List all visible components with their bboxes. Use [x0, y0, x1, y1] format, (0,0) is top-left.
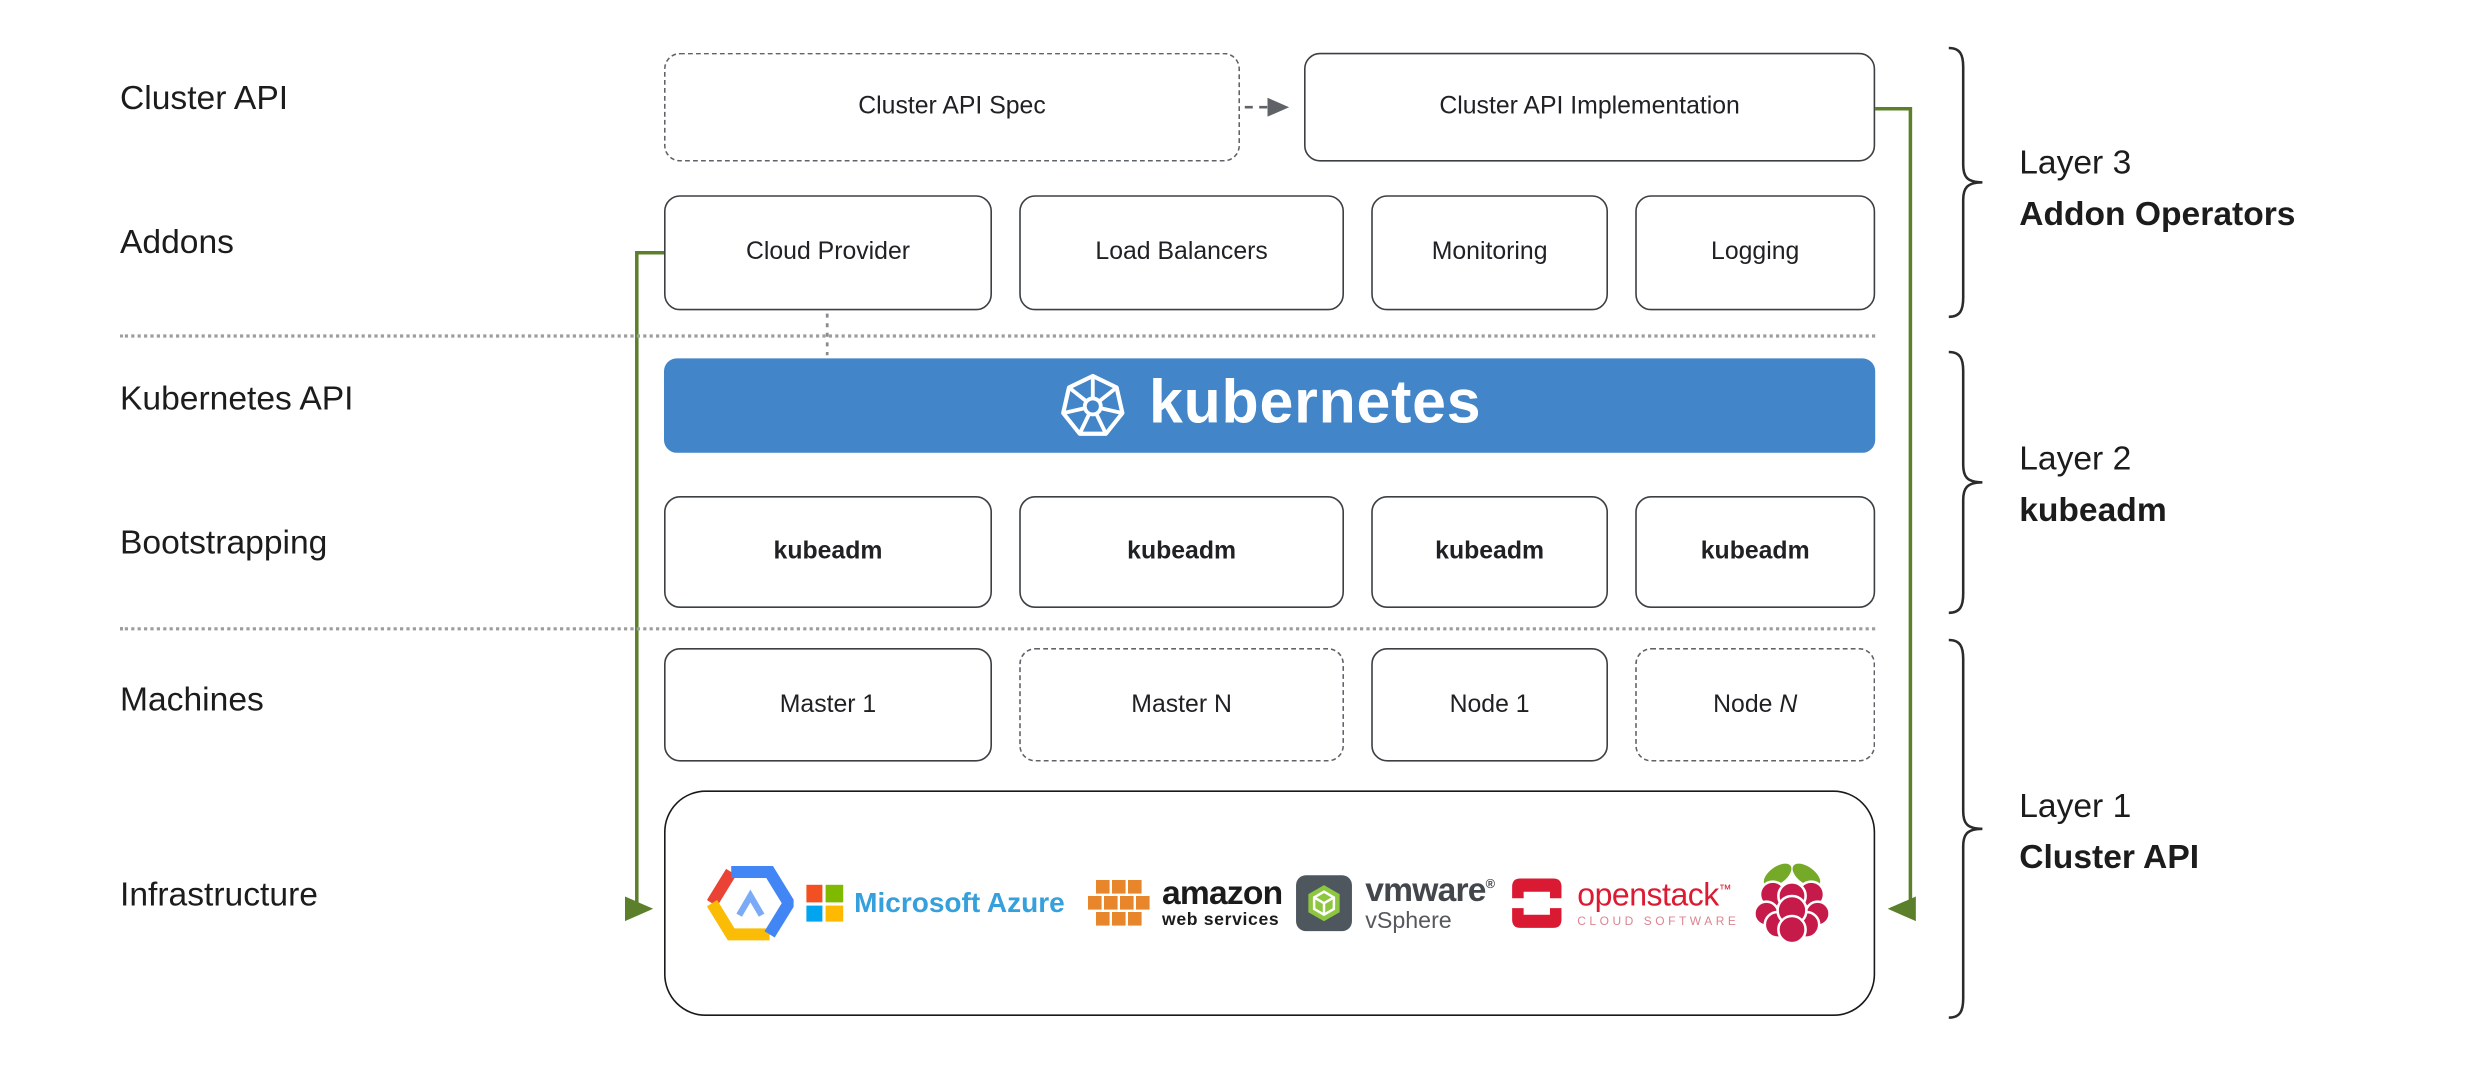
- addon-label: Cloud Provider: [745, 238, 911, 266]
- addon-label: Load Balancers: [1095, 238, 1268, 266]
- amazon-wordmark: amazon: [1162, 875, 1283, 912]
- gcp-logo: [707, 866, 794, 941]
- vsphere-icon: [1296, 875, 1353, 932]
- layer-1-subtitle: Cluster API: [2019, 838, 2200, 876]
- addon-cloud-provider-box: Cloud Provider: [664, 195, 992, 311]
- machine-node-1-box: Node 1: [1371, 648, 1608, 762]
- kubeadm-label: kubeadm: [1700, 537, 1810, 565]
- machine-node-n-box: Node N: [1635, 648, 1876, 762]
- kubeadm-box-4: kubeadm: [1635, 496, 1876, 608]
- addon-label: Monitoring: [1431, 238, 1548, 266]
- layer-1-brace: [1948, 638, 1983, 1019]
- machine-master-1-box: Master 1: [664, 648, 992, 762]
- cluster-api-spec-box: Cluster API Spec: [664, 52, 1240, 162]
- cluster-api-spec-label: Cluster API Spec: [858, 92, 1046, 120]
- green-line-cloud-provider-to-infrastructure: [624, 251, 665, 922]
- machine-master-n-box: Master N: [1019, 648, 1344, 762]
- vmware-vsphere-logo: vmware® vSphere: [1295, 871, 1495, 934]
- row-label-machines: Machines: [120, 681, 264, 719]
- row-label-bootstrapping: Bootstrapping: [120, 524, 328, 562]
- layer-2-title: Layer 2: [2019, 440, 2132, 478]
- addon-label: Logging: [1711, 238, 1800, 266]
- cluster-api-implementation-label: Cluster API Implementation: [1439, 92, 1740, 120]
- raspberry-pi-logo: [1752, 861, 1832, 946]
- row-label-addons: Addons: [120, 224, 234, 261]
- layer-3-title: Layer 3: [2019, 144, 2132, 182]
- kubernetes-wordmark: kubernetes: [1149, 368, 1482, 436]
- kubernetes-helm-wheel-icon: [1061, 373, 1125, 436]
- layer-1-label: Layer 1 Cluster API: [2019, 782, 2199, 883]
- kubernetes-banner: kubernetes: [664, 358, 1876, 453]
- vmware-wordmark: vmware®: [1365, 871, 1495, 909]
- aws-boxes-icon: [1088, 879, 1151, 925]
- layer-2-brace: [1948, 350, 1983, 615]
- layer-3-label: Layer 3 Addon Operators: [2019, 138, 2295, 239]
- openstack-cube-icon: [1511, 878, 1562, 928]
- dotted-separator-top: [120, 334, 1876, 338]
- infrastructure-box: Microsoft Azure amazon web services: [664, 790, 1876, 1016]
- vsphere-label: vSphere: [1365, 908, 1452, 934]
- microsoft-azure-logo: Microsoft Azure: [806, 884, 1065, 922]
- kubeadm-box-3: kubeadm: [1371, 496, 1608, 608]
- layer-2-subtitle: kubeadm: [2019, 491, 2167, 528]
- openstack-logo: openstack™ CLOUD SOFTWARE: [1507, 874, 1740, 933]
- row-label-infrastructure: Infrastructure: [120, 876, 318, 914]
- web-services-label: web services: [1162, 910, 1280, 930]
- aws-logo: amazon web services: [1077, 875, 1283, 930]
- layer-2-label: Layer 2 kubeadm: [2019, 434, 2167, 535]
- dotted-separator-bottom: [120, 627, 1876, 631]
- green-line-implementation-to-infrastructure: [1875, 107, 1916, 922]
- microsoft-squares-icon: [806, 884, 843, 922]
- machine-label: Node 1: [1449, 690, 1530, 718]
- row-label-kubernetes-api: Kubernetes API: [120, 380, 354, 418]
- kubeadm-box-1: kubeadm: [664, 496, 992, 608]
- openstack-wordmark: openstack™: [1577, 878, 1732, 914]
- addon-monitoring-box: Monitoring: [1371, 195, 1608, 311]
- row-label-cluster-api: Cluster API: [120, 80, 289, 117]
- kubeadm-label: kubeadm: [1435, 537, 1545, 565]
- machine-label: Master N: [1131, 690, 1232, 718]
- addon-load-balancers-box: Load Balancers: [1019, 195, 1344, 311]
- kubeadm-box-2: kubeadm: [1019, 496, 1344, 608]
- layer-3-subtitle: Addon Operators: [2019, 195, 2296, 232]
- kubeadm-label: kubeadm: [1127, 537, 1237, 565]
- raspberry-pi-icon: [1753, 863, 1831, 945]
- addon-logging-box: Logging: [1635, 195, 1876, 311]
- gcp-hexagon-icon: [707, 866, 794, 941]
- openstack-tagline: CLOUD SOFTWARE: [1577, 913, 1740, 928]
- cluster-api-implementation-box: Cluster API Implementation: [1304, 52, 1876, 162]
- layer-1-title: Layer 1: [2019, 788, 2132, 825]
- kubeadm-label: kubeadm: [773, 537, 883, 565]
- machine-label: Node N: [1713, 690, 1798, 718]
- azure-wordmark: Microsoft Azure: [854, 886, 1065, 919]
- layer-3-brace: [1948, 46, 1983, 319]
- machine-label: Master 1: [779, 690, 877, 718]
